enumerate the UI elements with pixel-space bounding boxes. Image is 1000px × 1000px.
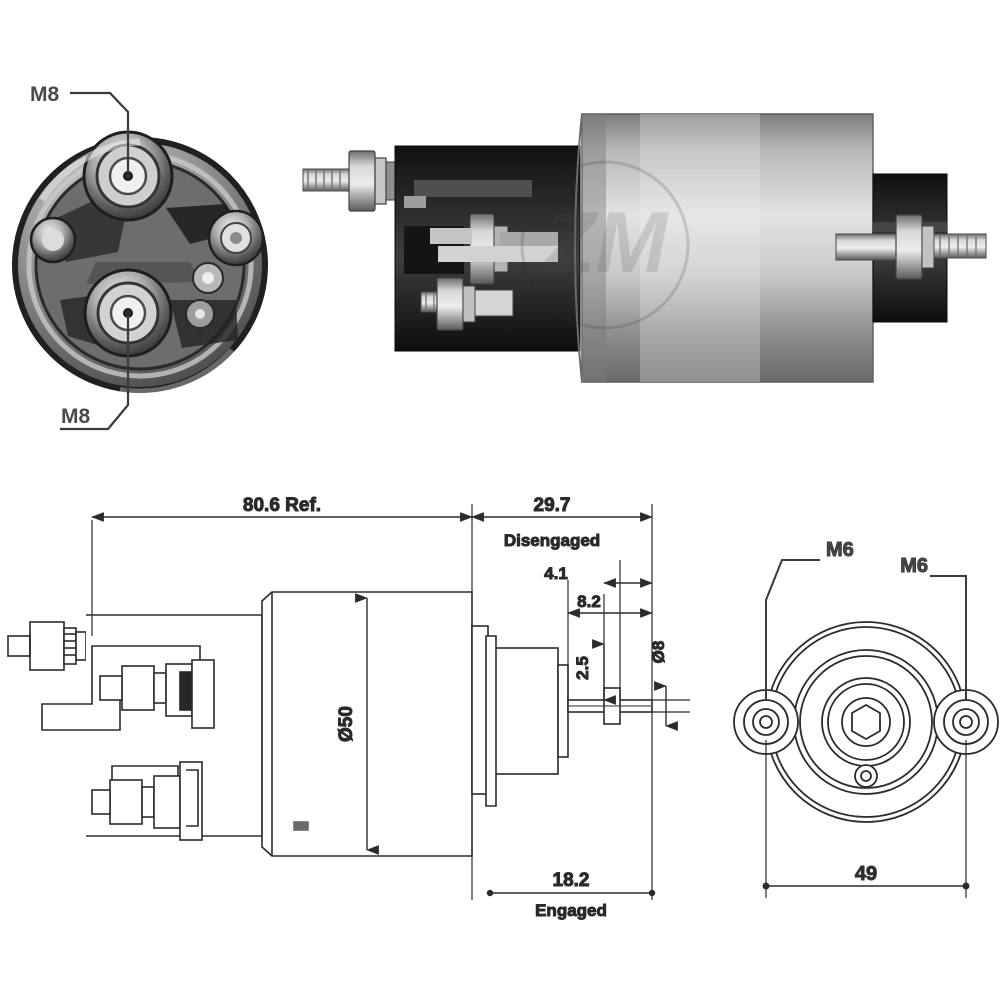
watermark-text: ZM bbox=[540, 195, 670, 291]
watermark-logo: ZM bbox=[520, 160, 690, 330]
dimension-disengaged-value: 29.7 bbox=[534, 495, 571, 516]
dimension-engaged-value: 18.2 bbox=[553, 870, 590, 891]
callout-m8-bottom: M8 bbox=[60, 309, 132, 431]
solenoid-end-face-photo bbox=[12, 130, 268, 395]
dimension-overall-value: 80.6 Ref. bbox=[243, 495, 321, 516]
callout-m6-left-label: M6 bbox=[826, 539, 854, 561]
dimension-bolt-span-value: 49 bbox=[855, 863, 877, 885]
callout-m6-right-label: M6 bbox=[900, 555, 928, 577]
dimension-engaged-note: Engaged bbox=[535, 901, 607, 920]
dimension-8-2-value: 8.2 bbox=[577, 592, 601, 611]
callout-m8-top-label: M8 bbox=[30, 83, 59, 106]
callout-m8-top: M8 bbox=[30, 83, 132, 180]
dimension-body-dia-value: Ø50 bbox=[336, 706, 357, 742]
callout-m8-bottom-label: M8 bbox=[61, 405, 90, 428]
dimension-bore-dia-value: Ø8 bbox=[649, 641, 668, 664]
flange-annotations: M6 M6 49 bbox=[762, 539, 970, 898]
solenoid-mounting-flange-drawing bbox=[733, 621, 999, 823]
dimension-disengaged-note: Disengaged bbox=[504, 531, 600, 550]
dimension-4-1-value: 4.1 bbox=[544, 564, 568, 583]
solenoid-side-photo: ZM bbox=[302, 113, 987, 383]
dimension-2-5-value: 2.5 bbox=[573, 656, 592, 680]
side-drawing-dimensions: 80.6 Ref. 29.7 Disengaged 4.1 8.2 2.5 Ø8… bbox=[91, 495, 690, 921]
